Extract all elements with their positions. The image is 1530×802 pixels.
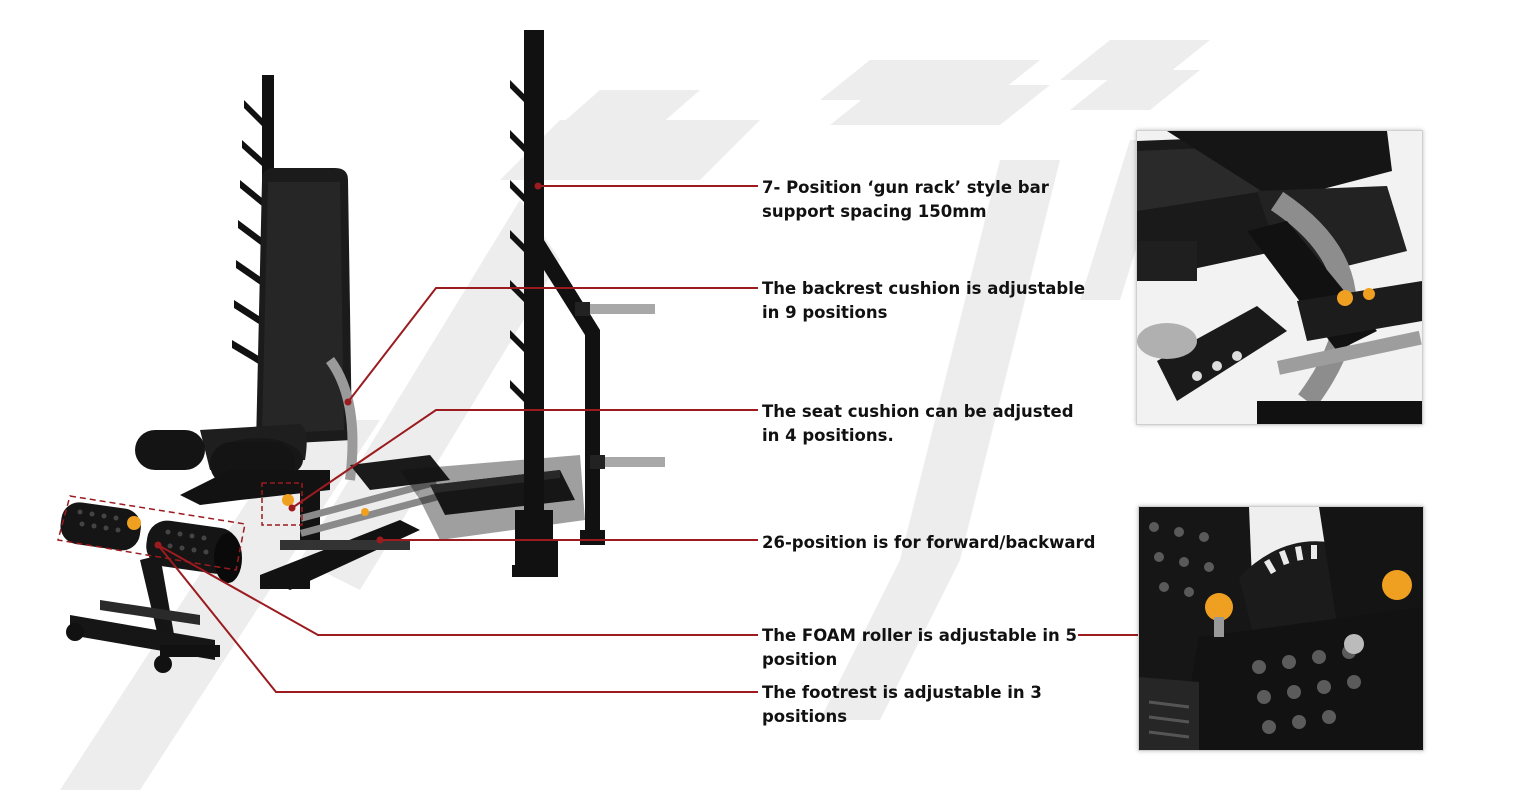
detail-photo-foam-roller [1138, 506, 1424, 751]
callout-backrest: The backrest cushion is adjustable in 9 … [762, 277, 1122, 325]
callout-line: 7- Position ‘gun rack’ style bar [762, 178, 1049, 197]
callout-line: in 9 positions [762, 303, 888, 322]
callout-line: positions [762, 707, 848, 726]
callout-line: support spacing 150mm [762, 202, 987, 221]
foam-roller-assembly [60, 502, 242, 673]
seat-adjust-highlight [261, 482, 303, 526]
callout-line: in 4 positions. [762, 426, 894, 445]
right-upright [510, 30, 665, 577]
callout-footrest: The footrest is adjustable in 3 position… [762, 681, 1122, 729]
callout-line: The footrest is adjustable in 3 [762, 683, 1042, 702]
callout-bar-support: 7- Position ‘gun rack’ style bar support… [762, 176, 1122, 224]
callout-line: The seat cushion can be adjusted [762, 402, 1074, 421]
bench [57, 30, 665, 673]
leader-lines [157, 185, 1277, 693]
callout-line: The FOAM roller is adjustable in 5 [762, 626, 1078, 645]
callout-line: 26-position is for forward/backward [762, 533, 1096, 552]
backrest [256, 168, 358, 481]
roller-highlight [57, 495, 246, 571]
callout-line: position [762, 650, 838, 669]
detail-photo-backrest [1136, 130, 1423, 425]
seat-roller [135, 430, 205, 470]
callout-line: The backrest cushion is adjustable [762, 279, 1086, 298]
callout-seat: The seat cushion can be adjusted in 4 po… [762, 400, 1122, 448]
callout-foam-roller: The FOAM roller is adjustable in 5 posit… [762, 624, 1122, 672]
callout-forward-backward: 26-position is for forward/backward [762, 531, 1122, 555]
